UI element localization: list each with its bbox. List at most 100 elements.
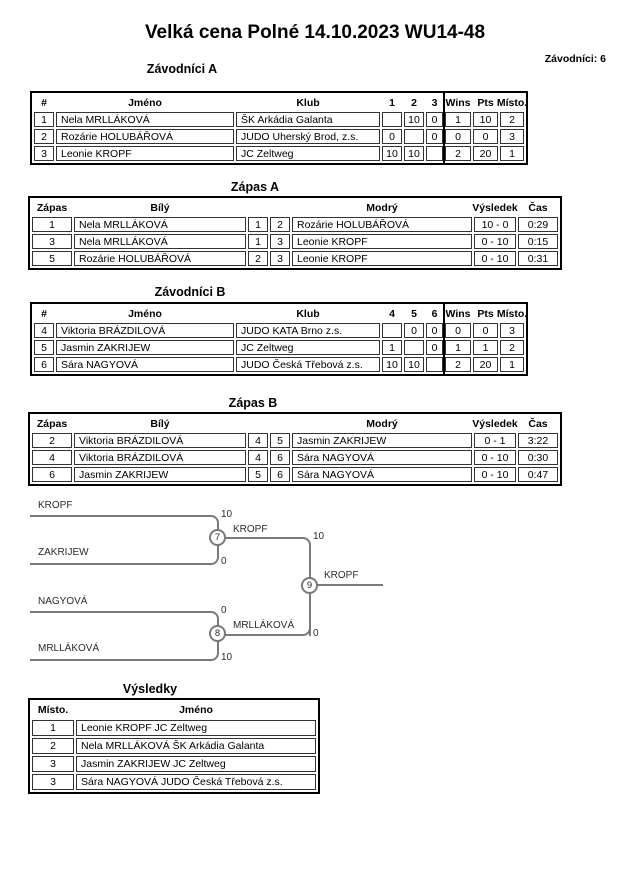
bracket-final-line	[317, 584, 383, 586]
table-cell: 6	[34, 357, 54, 372]
table-zavodnici-b: # Jméno Klub 4 5 6 Wins Pts Místo. 4 Vik…	[30, 302, 528, 376]
wins-separator	[443, 93, 445, 163]
column-header: #	[41, 96, 47, 109]
table-cell: Rozárie HOLUBÁŘOVÁ	[56, 129, 234, 144]
table-cell: 3	[500, 129, 524, 144]
section-title-zapas-a: Zápas A	[230, 180, 280, 194]
table-cell: Sára NAGYOVÁ	[292, 467, 472, 482]
table-cell: 0	[445, 129, 471, 144]
column-header: Místo.	[496, 307, 528, 320]
table-cell: 1	[473, 340, 498, 355]
table-cell: Sára NAGYOVÁ	[56, 357, 234, 372]
table-cell: 1	[32, 217, 72, 232]
table-cell: Leonie KROPF	[292, 234, 472, 249]
table-cell: Viktoria BRÁZDILOVÁ	[56, 323, 234, 338]
column-header: Pts	[477, 307, 494, 320]
table-cell: 0	[426, 129, 443, 144]
table-cell: 1	[500, 146, 524, 161]
table-cell: Sára NAGYOVÁ	[292, 450, 472, 465]
table-cell: 2	[34, 129, 54, 144]
column-header: Zápas	[36, 417, 68, 430]
table-cell: 0 - 1	[474, 433, 516, 448]
table-cell: 20	[473, 146, 498, 161]
table-cell: Leonie KROPF	[56, 146, 234, 161]
table-cell: 0 - 10	[474, 234, 516, 249]
column-header	[248, 416, 268, 431]
table-cell: 0	[426, 340, 443, 355]
bracket-sf1-winner-score: 10	[313, 531, 325, 542]
column-header: #	[41, 307, 47, 320]
table-cell: 10	[473, 112, 498, 127]
bracket-sf2-bottom-label: MRLLÁKOVÁ	[38, 643, 100, 654]
table-zapas-b: Zápas Bílý Modrý Výsledek Čas 2 Viktoria…	[28, 412, 562, 486]
table-cell: Leonie KROPF JC Zeltweg	[76, 720, 316, 736]
table-cell: 4	[32, 450, 72, 465]
table-cell: 2	[445, 357, 471, 372]
column-header: Klub	[296, 96, 320, 109]
table-cell: Sára NAGYOVÁ JUDO Česká Třebová z.s.	[76, 774, 316, 790]
bracket-match-circle-9: 9	[301, 577, 318, 594]
column-header: 4	[389, 307, 395, 320]
table-cell: 3	[32, 774, 74, 790]
bracket-match-circle-8: 8	[209, 625, 226, 642]
column-header: 5	[411, 307, 417, 320]
table-cell: 5	[34, 340, 54, 355]
column-header: Pts	[477, 96, 494, 109]
table-cell: 6	[32, 467, 72, 482]
table-cell: 3	[500, 323, 524, 338]
table-cell: 3	[270, 234, 290, 249]
table-cell: 0	[445, 323, 471, 338]
table-cell: 0	[473, 323, 498, 338]
column-header: Modrý	[366, 201, 398, 214]
section-title-zavodnici-a: Závodníci A	[146, 62, 218, 76]
table-cell: 1	[248, 234, 268, 249]
column-header	[270, 416, 290, 431]
column-header: Wins	[445, 307, 471, 320]
wins-separator	[443, 304, 445, 374]
bracket-sf2-winner-score: 0	[313, 628, 319, 639]
table-cell: JC Zeltweg	[236, 146, 380, 161]
table-cell: 2	[248, 251, 268, 266]
table-vysledky: Místo. Jméno 1 Leonie KROPF JC Zeltweg 2…	[28, 698, 320, 794]
table-cell: 20	[473, 357, 498, 372]
table-cell: 1	[500, 357, 524, 372]
column-header: Čas	[528, 201, 548, 214]
table-cell: 10	[382, 146, 402, 161]
table-cell: 3	[34, 146, 54, 161]
table-cell	[404, 340, 424, 355]
competitors-count: Závodníci: 6	[544, 53, 606, 65]
column-header: Modrý	[366, 417, 398, 430]
table-cell: 3	[32, 234, 72, 249]
table-cell: 3	[32, 756, 74, 772]
section-title-vysledky: Výsledky	[122, 682, 178, 696]
table-cell	[382, 323, 402, 338]
column-header: Čas	[528, 417, 548, 430]
column-header	[270, 200, 290, 215]
table-cell: 2	[445, 146, 471, 161]
table-cell: 2	[500, 340, 524, 355]
table-cell: 10	[382, 357, 402, 372]
column-header: 2	[411, 96, 417, 109]
bracket-match-circle-7: 7	[209, 529, 226, 546]
bracket-sf1-top-score: 10	[221, 509, 233, 520]
table-cell: 0	[426, 112, 443, 127]
table-cell: 2	[270, 217, 290, 232]
bracket-sf2-top-score: 0	[221, 605, 227, 616]
table-cell: JC Zeltweg	[236, 340, 380, 355]
table-cell: 2	[32, 433, 72, 448]
table-cell: 1	[34, 112, 54, 127]
table-cell: 4	[34, 323, 54, 338]
bracket-sf2-winner-label: MRLLÁKOVÁ	[233, 620, 295, 631]
table-cell: 0 - 10	[474, 251, 516, 266]
table-cell: 0:47	[518, 467, 558, 482]
section-title-zapas-b: Zápas B	[228, 396, 278, 410]
table-cell: 0:31	[518, 251, 558, 266]
column-header: Jméno	[128, 96, 162, 109]
column-header: 6	[431, 307, 438, 320]
table-cell: JUDO Česká Třebová z.s.	[236, 357, 380, 372]
table-cell: 4	[248, 433, 268, 448]
table-cell: 0 - 10	[474, 467, 516, 482]
table-cell: Nela MRLLÁKOVÁ	[56, 112, 234, 127]
column-header: Klub	[296, 307, 320, 320]
